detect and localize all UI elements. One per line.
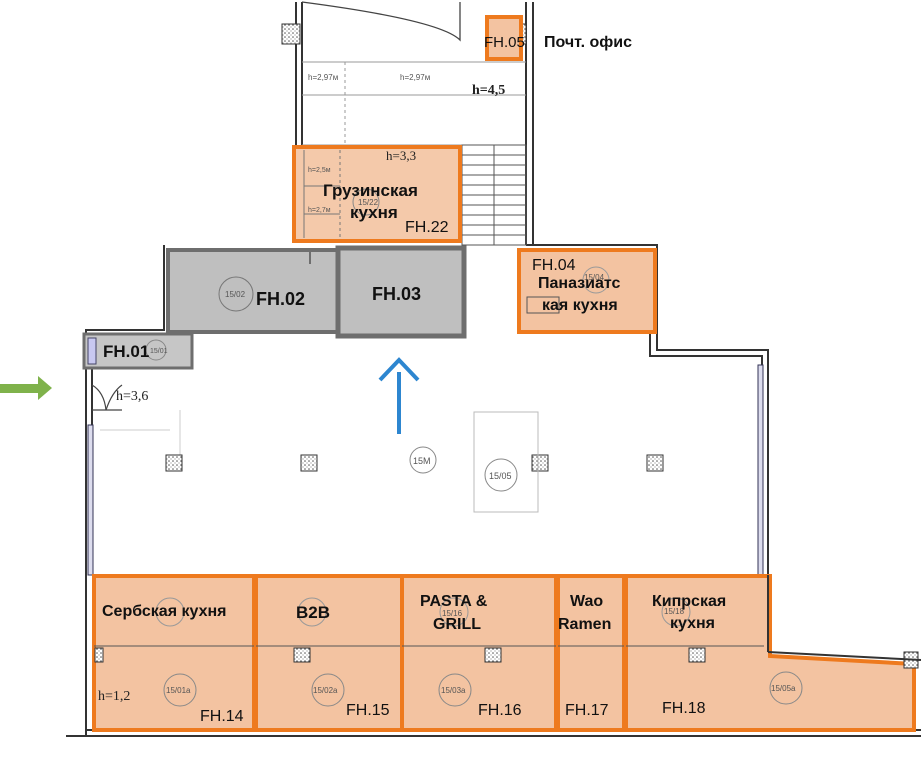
window-icon — [87, 424, 94, 576]
window-icon — [87, 337, 97, 365]
window-icon — [757, 364, 764, 576]
unit-fh16-room-bottom: 15/03а — [441, 686, 466, 695]
column-icon — [484, 647, 502, 663]
green-arrow-icon — [0, 376, 52, 400]
unit-fh03 — [335, 245, 467, 339]
unit-fh17-code: FH.17 — [565, 702, 609, 719]
unit-fh04-name-line2: кая кухня — [542, 297, 618, 314]
height-label-geo-a: h=2,5м — [308, 167, 331, 174]
room-marker — [218, 276, 254, 312]
room-marker — [439, 597, 469, 627]
room-marker — [769, 671, 803, 705]
column-icon — [646, 454, 664, 472]
unit-fh22 — [292, 145, 462, 243]
room-marker — [661, 597, 691, 627]
room-marker — [438, 673, 472, 707]
height-label-top-big: h=4,5 — [472, 83, 505, 98]
unit-fh22-name-line1: Грузинская — [323, 181, 418, 200]
column-icon — [94, 647, 104, 663]
unit-fh04-room: 15/04 — [584, 273, 605, 282]
unit-fh16-code: FH.16 — [478, 702, 522, 719]
height-label-geo-b: h=2,7м — [308, 207, 331, 214]
blue-arrow-icon — [378, 357, 420, 434]
room-marker — [311, 673, 345, 707]
height-label-geo-big: h=3,3 — [386, 148, 416, 163]
unit-fh18-room-bottom: 15/05а — [771, 684, 796, 693]
room-marker — [163, 673, 197, 707]
height-label-entry: h=3,6 — [116, 389, 148, 404]
unit-fh15 — [254, 574, 404, 732]
room-marker — [484, 458, 518, 492]
unit-fh17-name-line2: Ramen — [558, 616, 611, 633]
unit-fh02-code: FH.02 — [256, 289, 305, 309]
unit-fh18-room-top: 15/18 — [664, 607, 685, 616]
unit-fh01-code: FH.01 — [103, 342, 149, 361]
unit-fh16-name-line2: GRILL — [433, 616, 481, 633]
entry-door — [91, 384, 123, 411]
unit-fh16 — [400, 574, 558, 732]
unit-fh22-inner — [303, 150, 341, 238]
room-marker — [155, 597, 185, 627]
room-marker — [352, 188, 380, 216]
unit-fh18-code: FH.18 — [662, 700, 706, 717]
height-label-top-left: h=2,97м — [308, 73, 338, 82]
unit-fh05 — [485, 15, 523, 61]
unit-fh04 — [517, 248, 657, 334]
column-icon — [293, 647, 311, 663]
unit-fh15-name: B2B — [296, 603, 330, 622]
center-area — [473, 411, 539, 513]
unit-fh14 — [92, 574, 256, 732]
column-icon — [165, 454, 183, 472]
height-label-south: h=1,2 — [98, 689, 130, 704]
room-marker — [297, 597, 327, 627]
column-icon — [281, 23, 301, 45]
unit-fh05-name: Почт. офис — [544, 34, 632, 51]
unit-fh02-room: 15/02 — [225, 290, 246, 299]
unit-fh16-room-top: 15/16 — [442, 609, 463, 618]
unit-fh04-code: FH.04 — [532, 257, 576, 274]
unit-fh01 — [82, 332, 194, 370]
room-marker — [145, 339, 167, 361]
unit-fh22-name-line2: кухня — [350, 203, 398, 222]
unit-fh17-name-line1: Wao — [570, 593, 603, 610]
unit-fh16-name-line1: PASTA & — [420, 593, 488, 610]
unit-fh18-name-line1: Кипрская — [652, 593, 726, 610]
door-arc — [301, 1, 461, 42]
unit-fh04-name-line1: Паназиатс — [538, 275, 620, 292]
unit-fh14-code: FH.14 — [200, 708, 244, 725]
unit-fh14-name: Сербская кухня — [102, 603, 226, 620]
unit-fh17 — [556, 574, 626, 732]
counter-icon — [526, 296, 560, 314]
unit-fh05-code: FH.05 — [484, 34, 525, 51]
columns — [165, 454, 664, 472]
unit-fh15-code: FH.15 — [346, 702, 390, 719]
height-label-top-right: h=2,97м — [400, 73, 430, 82]
column-icon — [688, 647, 706, 663]
unit-fh18-name-line2: кухня — [670, 615, 715, 632]
column-icon — [531, 454, 549, 472]
room-hall-label: 15М — [413, 456, 431, 466]
column-icon — [300, 454, 318, 472]
unit-fh15-room: 15/02а — [313, 686, 338, 695]
unit-fh22-room: 15/22 — [358, 198, 379, 207]
unit-fh22-code: FH.22 — [405, 219, 449, 236]
room-marker — [409, 446, 437, 474]
room-center-label: 15/05 — [489, 471, 512, 481]
unit-fh14-room: 15/01а — [166, 686, 191, 695]
unit-fh01-room: 15/01 — [150, 348, 168, 355]
room-marker — [582, 266, 610, 294]
unit-fh03-code: FH.03 — [372, 284, 421, 304]
staircase — [461, 144, 527, 246]
south-wall-right — [767, 575, 921, 661]
